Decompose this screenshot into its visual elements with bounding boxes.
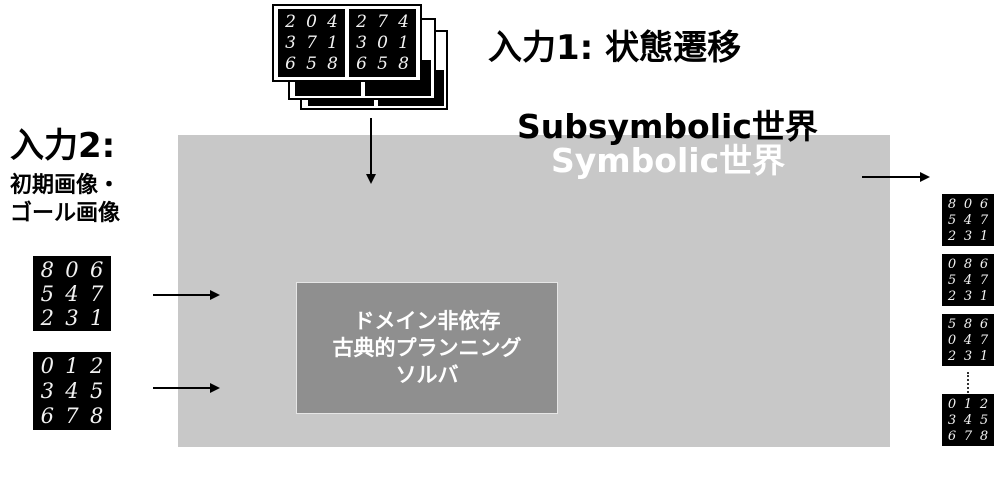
- digit-cell: 1: [979, 348, 989, 364]
- digit-cell: 1: [963, 396, 973, 412]
- digit-cell: 4: [963, 412, 973, 428]
- digit-cell: 8: [963, 316, 973, 332]
- digit-cell: 0: [947, 256, 957, 272]
- digit-cell: 7: [963, 428, 973, 444]
- digit-cell: 3: [65, 306, 79, 330]
- digit-cell: 5: [40, 282, 55, 306]
- digit-cell: 8: [963, 256, 973, 272]
- solver-line2: 古典的プランニング: [332, 335, 522, 360]
- digit-cell: 5: [979, 412, 989, 428]
- solver-line1: ドメイン非依存: [353, 308, 501, 333]
- digit-cell: 5: [947, 272, 957, 288]
- digit-cell: 1: [398, 32, 409, 53]
- digit-cell: 1: [327, 32, 338, 53]
- digit-cell: 2: [979, 396, 989, 412]
- digit-cell: 2: [356, 11, 367, 32]
- digit-cell: 0: [963, 196, 973, 212]
- digit-cell: 2: [89, 354, 104, 379]
- digit-cell: 8: [327, 54, 338, 75]
- digit-cell: 0: [40, 354, 55, 379]
- digit-cell: 6: [979, 256, 989, 272]
- digit-cell: 3: [40, 378, 55, 403]
- digit-cell: 7: [89, 282, 104, 306]
- digit-cell: 3: [963, 228, 973, 244]
- digit-cell: 0: [947, 396, 957, 412]
- digit-cell: 8: [89, 403, 104, 428]
- input2-line2: ゴール画像: [10, 201, 121, 226]
- digit-cell: 4: [398, 11, 409, 32]
- digit-cell: 1: [89, 306, 104, 330]
- digit-cell: 8: [40, 258, 55, 282]
- digit-cell: 5: [947, 212, 957, 228]
- digit-cell: 6: [979, 196, 989, 212]
- digit-cell: 4: [65, 378, 79, 403]
- digit-cell: 7: [979, 332, 989, 348]
- digit-cell: 5: [89, 378, 104, 403]
- digit-cell: 6: [285, 54, 296, 75]
- digit-cell: 1: [979, 228, 989, 244]
- digit-cell: 7: [306, 32, 317, 53]
- digit-cell: 2: [40, 306, 55, 330]
- solver-line3: ソルバ: [395, 362, 459, 387]
- digit-cell: 3: [963, 288, 973, 304]
- digit-cell: 6: [40, 403, 55, 428]
- digit-cell: 5: [306, 54, 317, 75]
- digit-cell: 7: [65, 403, 79, 428]
- plan-ellipsis-dots: [967, 372, 969, 396]
- digit-cell: 5: [947, 316, 957, 332]
- symbolic-title: Symbolic世界: [551, 141, 786, 180]
- digit-cell: 4: [963, 272, 973, 288]
- digit-cell: 1: [979, 288, 989, 304]
- digit-cell: 3: [285, 32, 296, 53]
- digit-cell: 7: [979, 212, 989, 228]
- digit-cell: 0: [947, 332, 957, 348]
- subsymbolic-title: Subsymbolic世界: [517, 107, 818, 146]
- digit-cell: 2: [947, 348, 957, 364]
- input2-line1: 初期画像・: [10, 173, 121, 198]
- digit-cell: 4: [327, 11, 338, 32]
- digit-cell: 3: [356, 32, 367, 53]
- digit-cell: 4: [963, 332, 973, 348]
- digit-cell: 4: [963, 212, 973, 228]
- digit-cell: 0: [377, 32, 388, 53]
- digit-cell: 2: [285, 11, 296, 32]
- digit-cell: 8: [947, 196, 957, 212]
- digit-cell: 3: [963, 348, 973, 364]
- input2-subtitle: 初期画像・ ゴール画像: [10, 172, 120, 228]
- digit-cell: 7: [377, 11, 388, 32]
- digit-cell: 2: [947, 288, 957, 304]
- input1-title: 入力1: 状態遷移: [488, 28, 742, 68]
- digit-cell: 6: [89, 258, 104, 282]
- digit-cell: 3: [947, 412, 957, 428]
- digit-cell: 0: [65, 258, 79, 282]
- digit-cell: 0: [306, 11, 317, 32]
- digit-cell: 6: [947, 428, 957, 444]
- digit-cell: 6: [979, 316, 989, 332]
- planning-solver-box: ドメイン非依存 古典的プランニング ソルバ: [296, 282, 558, 414]
- digit-cell: 5: [377, 54, 388, 75]
- digit-cell: 1: [65, 354, 79, 379]
- digit-cell: 8: [979, 428, 989, 444]
- digit-cell: 2: [947, 228, 957, 244]
- input2-title: 入力2:: [10, 126, 116, 166]
- digit-cell: 4: [65, 282, 79, 306]
- digit-cell: 8: [398, 54, 409, 75]
- digit-cell: 6: [356, 54, 367, 75]
- digit-cell: 7: [979, 272, 989, 288]
